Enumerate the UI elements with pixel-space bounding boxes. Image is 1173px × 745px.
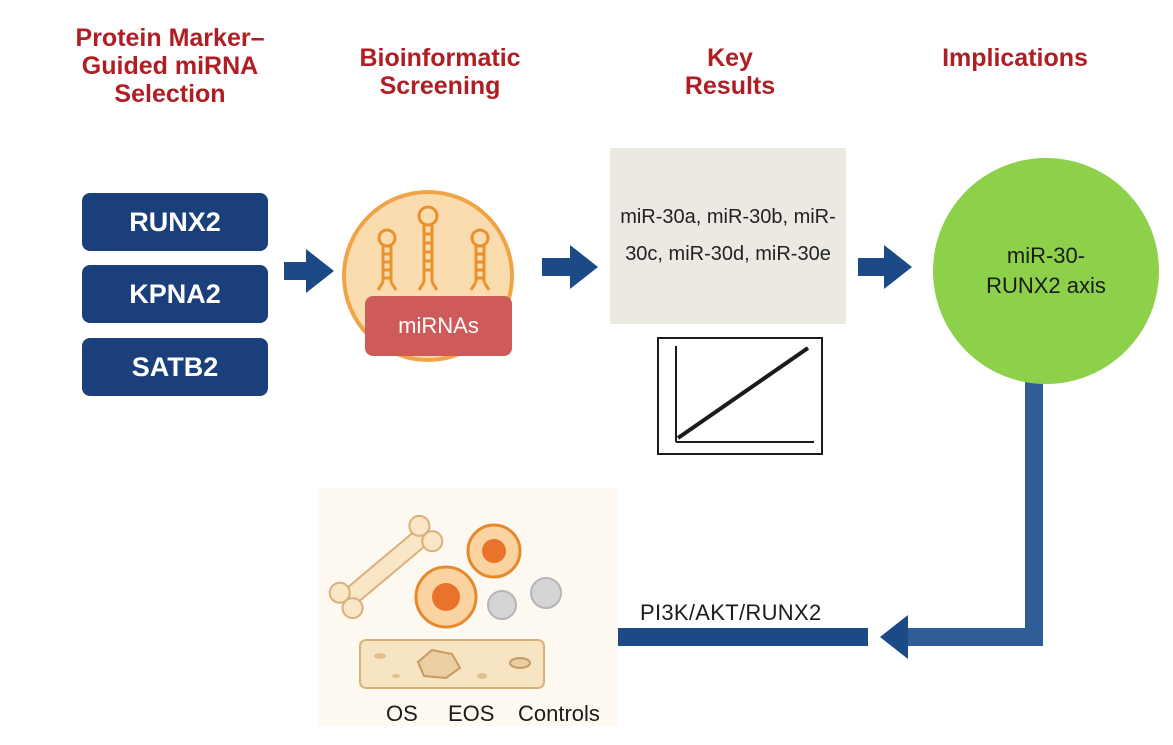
arrow-right-icon	[284, 249, 334, 293]
heading-selection-line-2: Guided miRNA	[81, 52, 259, 80]
heading-selection-line-3: Selection	[114, 80, 226, 108]
feedback-arrow-icon	[586, 366, 1043, 659]
protein-marker-kpna2: KPNA2	[82, 265, 268, 323]
heading-implications: Implications	[910, 44, 1120, 72]
group-label-controls: Controls	[518, 701, 600, 726]
axis-label-line-2: RUNX2 axis	[986, 273, 1106, 298]
heading-selection-line-1: Protein Marker–	[75, 24, 265, 52]
protein-marker-runx2: RUNX2	[82, 193, 268, 251]
key-results-text: miR-30a, miR-30b, miR-30c, miR-30d, miR-…	[620, 206, 836, 265]
group-label-eos: EOS	[448, 701, 495, 726]
line-plot-icon	[657, 337, 823, 455]
pathway-label: PI3K/AKT/RUNX2	[640, 600, 822, 625]
axis-label-line-1: miR-30-	[1006, 243, 1086, 268]
group-label-os: OS	[386, 701, 418, 726]
heading-results-line-1: Key	[707, 44, 753, 72]
heading-selection: Protein Marker– Guided miRNA Selection	[40, 24, 300, 108]
arrow-right-icon	[858, 245, 912, 289]
heading-screening: Bioinformatic Screening	[320, 44, 560, 100]
heading-screening-line-1: Bioinformatic	[359, 44, 521, 72]
mirnas-label: miRNAs	[365, 296, 512, 356]
heading-results-line-2: Results	[684, 72, 776, 100]
arrow-right-icon	[542, 245, 598, 289]
heading-implications-line: Implications	[942, 44, 1088, 72]
mir30-runx2-axis-circle: miR-30- RUNX2 axis	[933, 158, 1159, 384]
heading-screening-line-2: Screening	[379, 72, 501, 100]
heading-results: Key Results	[640, 44, 820, 100]
key-results-box: miR-30a, miR-30b, miR-30c, miR-30d, miR-…	[610, 148, 846, 324]
bone-and-cells-icon	[318, 488, 618, 726]
protein-marker-satb2: SATB2	[82, 338, 268, 396]
